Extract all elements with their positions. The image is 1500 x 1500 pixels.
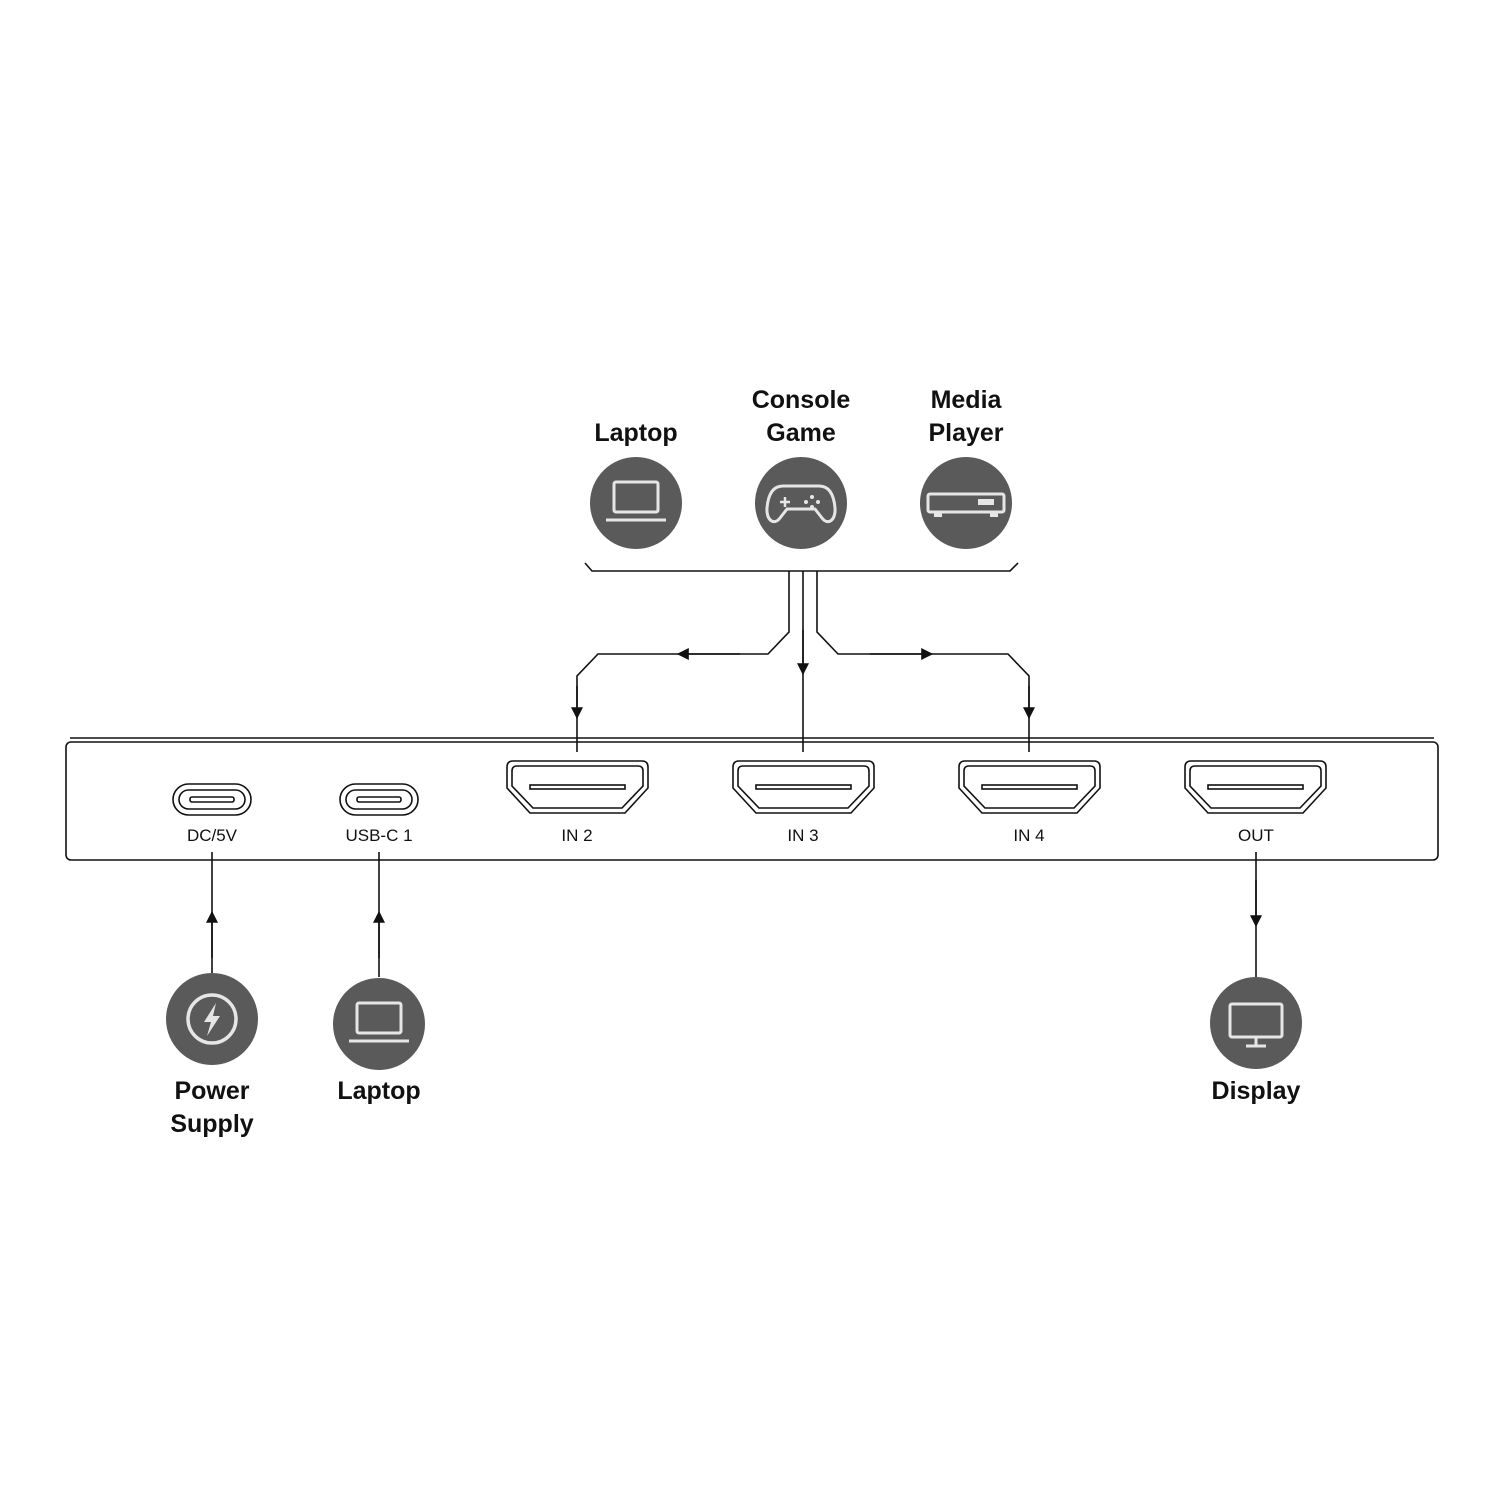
power-supply-label: Power Supply [170, 1077, 254, 1138]
power-bolt-icon [166, 973, 258, 1065]
input-bracket [584, 562, 1019, 572]
routing-lines [571, 571, 1035, 752]
dc-port-label: DC/5V [186, 826, 238, 845]
media-player-label: Media Player [928, 386, 1004, 447]
bottom-connections [206, 852, 1262, 977]
laptop-device-icon-bottom [333, 978, 425, 1070]
hdmi-in4-port [958, 760, 1101, 814]
route-to-in2 [576, 571, 790, 752]
laptop-device-icon [590, 457, 682, 549]
in3-port-label: IN 3 [787, 826, 819, 845]
media-player-icon [920, 457, 1012, 549]
usbc1-port [339, 783, 419, 816]
hdmi-in3-port [732, 760, 875, 814]
console-game-label: Console Game [751, 386, 851, 447]
top-laptop-label: Laptop [594, 419, 678, 447]
bottom-laptop-label: Laptop [337, 1077, 421, 1105]
hdmi-out-port [1184, 760, 1327, 814]
hdmi-in2-port [506, 760, 649, 814]
in4-port-label: IN 4 [1013, 826, 1045, 845]
display-label: Display [1211, 1077, 1301, 1105]
out-port-label: OUT [1238, 826, 1274, 845]
usbc1-port-label: USB-C 1 [345, 826, 413, 845]
monitor-icon [1210, 977, 1302, 1069]
switch-body [65, 737, 1439, 861]
gamepad-icon [755, 457, 847, 549]
in2-port-label: IN 2 [561, 826, 593, 845]
route-to-in4 [816, 571, 1030, 752]
dc-port [172, 783, 252, 816]
